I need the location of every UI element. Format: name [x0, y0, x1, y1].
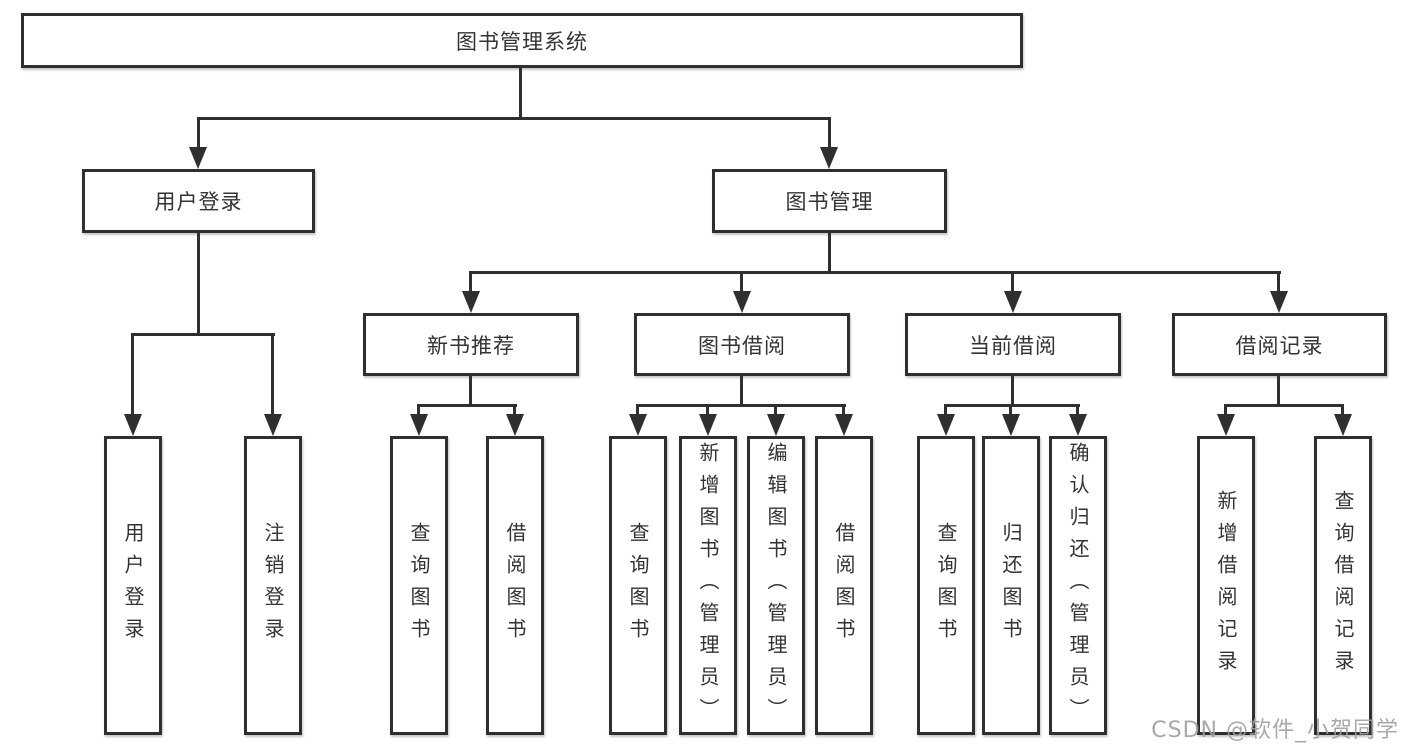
node-current-borrow: 当前借阅: [905, 313, 1121, 376]
connector-vline: [1277, 375, 1280, 407]
connector-hline: [637, 404, 846, 407]
leaf-label: 归还图书: [999, 521, 1023, 650]
connector-vline: [469, 375, 472, 407]
connector-vline: [131, 333, 134, 416]
arrow-down-icon: [1334, 414, 1352, 436]
node-root-library-system: 图书管理系统: [21, 13, 1023, 68]
connector-vline: [197, 117, 200, 149]
connector-hline: [197, 117, 831, 120]
arrow-down-icon: [767, 414, 785, 436]
arrow-down-icon: [820, 147, 838, 169]
connector-hline: [418, 404, 517, 407]
arrow-down-icon: [699, 414, 717, 436]
arrow-down-icon: [506, 414, 524, 436]
arrow-down-icon: [189, 147, 207, 169]
node-borrow-records: 借阅记录: [1172, 313, 1387, 376]
arrow-down-icon: [1069, 414, 1087, 436]
connector-vline: [513, 404, 516, 416]
connector-vline: [1341, 404, 1344, 416]
connector-vline: [417, 404, 420, 416]
leaf-label: 查询图书: [626, 521, 650, 650]
arrow-down-icon: [835, 414, 853, 436]
leaf-query-books-3: 查询图书: [917, 436, 975, 735]
leaf-borrow-books-1: 借阅图书: [486, 436, 544, 735]
connector-vline: [944, 404, 947, 416]
connector-vline: [1277, 271, 1280, 293]
connector-vline: [1224, 404, 1227, 416]
arrow-down-icon: [264, 414, 282, 436]
connector-vline: [271, 333, 274, 416]
connector-vline: [842, 404, 845, 416]
connector-vline: [740, 375, 743, 407]
connector-vline: [1011, 375, 1014, 407]
leaf-label: 用户登录: [121, 521, 145, 650]
arrow-down-icon: [1002, 414, 1020, 436]
connector-vline: [197, 233, 200, 336]
arrow-down-icon: [1004, 291, 1022, 313]
leaf-query-books-1: 查询图书: [390, 436, 448, 735]
leaf-label: 查询借阅记录: [1331, 489, 1355, 682]
arrow-down-icon: [1270, 291, 1288, 313]
arrow-down-icon: [937, 414, 955, 436]
arrow-down-icon: [1217, 414, 1235, 436]
leaf-label: 注销登录: [261, 521, 285, 650]
leaf-label: 新增借阅记录: [1214, 489, 1238, 682]
leaf-label: 编辑图书（管理员）: [764, 441, 788, 730]
leaf-label: 查询图书: [934, 521, 958, 650]
arrow-down-icon: [629, 414, 647, 436]
leaf-query-borrow-record: 查询借阅记录: [1314, 436, 1372, 735]
leaf-add-borrow-record: 新增借阅记录: [1197, 436, 1255, 735]
connector-vline: [828, 233, 831, 274]
connector-vline: [1009, 404, 1012, 416]
node-book-management-module: 图书管理: [712, 169, 947, 233]
leaf-query-books-2: 查询图书: [609, 436, 667, 735]
node-user-login-module: 用户登录: [82, 169, 315, 233]
connector-vline: [774, 404, 777, 416]
arrow-down-icon: [124, 414, 142, 436]
connector-vline: [828, 117, 831, 149]
csdn-watermark: CSDN @软件_小贺同学: [1151, 718, 1399, 743]
connector-vline: [1076, 404, 1079, 416]
leaf-label: 新增图书（管理员）: [696, 441, 720, 730]
node-new-book-recommend: 新书推荐: [363, 313, 579, 376]
leaf-logout: 注销登录: [244, 436, 302, 735]
connector-vline: [740, 271, 743, 293]
connector-vline: [1011, 271, 1014, 293]
leaf-borrow-books-2: 借阅图书: [815, 436, 873, 735]
connector-hline: [132, 333, 275, 336]
connector-vline: [469, 271, 472, 293]
connector-hline: [1225, 404, 1344, 407]
leaf-return-books: 归还图书: [982, 436, 1040, 735]
connector-vline: [706, 404, 709, 416]
connector-vline: [519, 68, 522, 118]
leaf-label: 查询图书: [407, 521, 431, 650]
node-book-borrow: 图书借阅: [634, 313, 850, 376]
leaf-confirm-return-admin: 确认归还（管理员）: [1049, 436, 1107, 735]
leaf-label: 借阅图书: [832, 521, 856, 650]
leaf-label: 借阅图书: [503, 521, 527, 650]
connector-hline: [470, 271, 1281, 274]
leaf-label: 确认归还（管理员）: [1066, 441, 1090, 730]
arrow-down-icon: [410, 414, 428, 436]
connector-vline: [636, 404, 639, 416]
arrow-down-icon: [733, 291, 751, 313]
connector-hline: [945, 404, 1080, 407]
arrow-down-icon: [462, 291, 480, 313]
leaf-user-login: 用户登录: [104, 436, 162, 735]
leaf-edit-books-admin: 编辑图书（管理员）: [747, 436, 805, 735]
leaf-add-books-admin: 新增图书（管理员）: [679, 436, 737, 735]
